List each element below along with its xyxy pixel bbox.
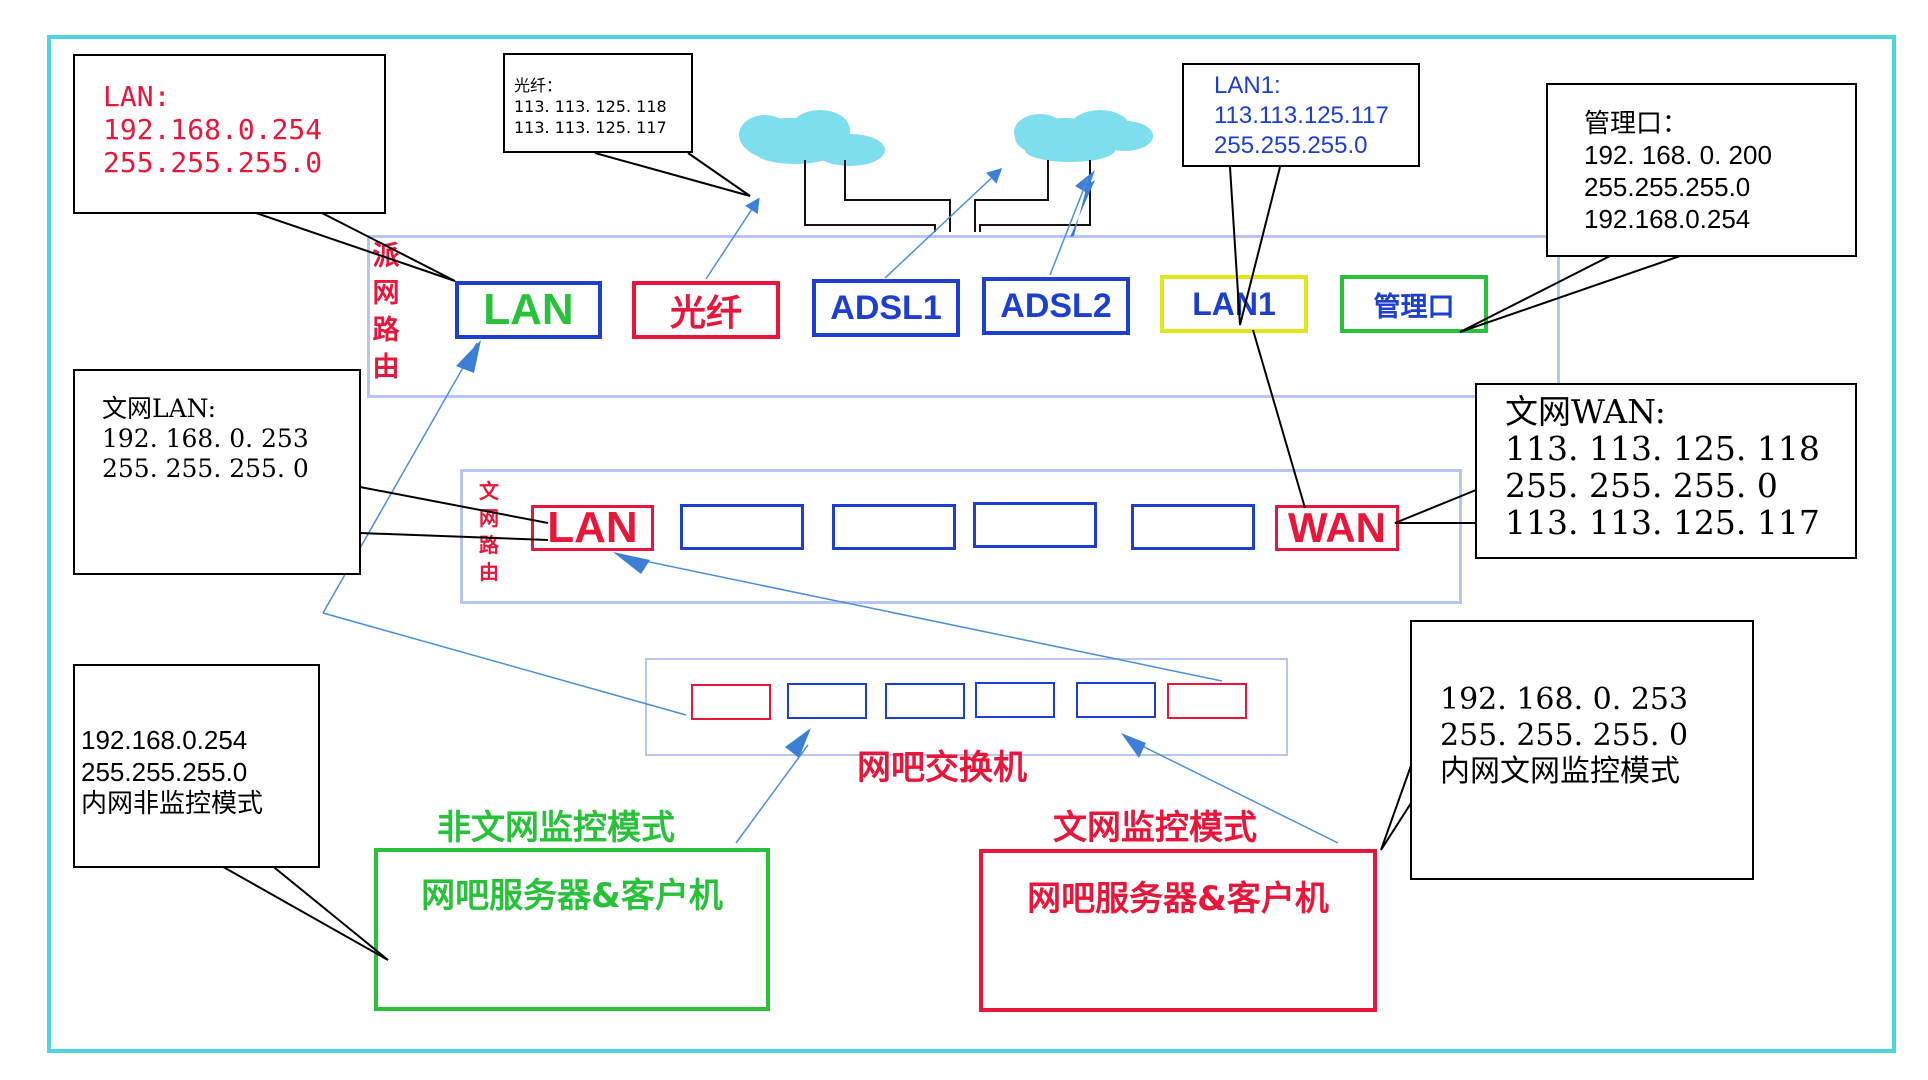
callout-line: 255. 255. 255. 0	[102, 454, 309, 483]
internet-cloud-icon	[739, 110, 885, 166]
arrowhead-icon	[1070, 180, 1095, 237]
callout-pointer	[1380, 759, 1414, 851]
internet-cloud-icon	[1014, 110, 1153, 162]
callout-line: 113. 113. 125. 118	[514, 97, 667, 116]
arrowhead-icon	[456, 340, 481, 373]
callout-line: 255.255.255.0	[1214, 132, 1368, 159]
switch-port-3	[885, 683, 965, 719]
wenwang-port-5	[1131, 504, 1255, 550]
switch-port-2	[787, 683, 867, 719]
monitor-client-label: 网吧服务器&客户机	[1027, 879, 1329, 919]
main-router-adsl1-port: ADSL1	[812, 279, 960, 337]
main-router-lan1-port: LAN1	[1160, 275, 1308, 333]
callout-line: 管理口：	[1584, 108, 1689, 138]
callout-line: 192. 168. 0. 253	[102, 424, 309, 453]
main-lan-callout: LAN: 192.168.0.254 255.255.255.0	[73, 54, 386, 214]
callout-pointer	[594, 152, 751, 197]
lan1-to-wan-line	[1252, 329, 1306, 509]
main-router-label: 派 网 路 由	[366, 238, 406, 386]
callout-line: 192.168.0.254	[103, 113, 323, 146]
fiber-link	[705, 197, 760, 280]
lan1-callout: LAN1: 113.113.125.117 255.255.255.0	[1182, 63, 1420, 167]
main-router-label-char: 网	[372, 278, 400, 309]
switch-port-4	[975, 682, 1055, 718]
callout-pointer	[1459, 255, 1681, 333]
switch-to-wenwang-lan-link	[629, 557, 1223, 682]
mgmt-callout: 管理口： 192. 168. 0. 200 255.255.255.0 192.…	[1546, 83, 1857, 257]
monitor-client-box: 网吧服务器&客户机	[979, 849, 1377, 1012]
non-monitor-mode-callout: 192.168.0.254 255.255.255.0 内网非监控模式	[73, 664, 320, 868]
main-router-adsl2-port: ADSL2	[982, 277, 1130, 335]
main-router-label-char: 由	[372, 352, 400, 383]
non-monitor-client-box: 网吧服务器&客户机	[374, 848, 770, 1011]
main-router-mgmt-port: 管理口	[1340, 275, 1488, 333]
callout-line: 192.168.0.254	[81, 725, 248, 755]
wenwang-port-2	[680, 504, 804, 550]
callout-line: 内网非监控模式	[81, 789, 264, 819]
main-router-label-char: 路	[372, 315, 400, 346]
callout-line: LAN1:	[1214, 72, 1281, 99]
callout-pointer	[252, 211, 456, 282]
callout-pointer	[1229, 166, 1281, 326]
non-monitor-link	[735, 744, 809, 844]
wenwang-lan-port: LAN	[531, 503, 654, 552]
arrowhead-icon	[613, 552, 650, 574]
arrowhead-icon	[785, 728, 811, 758]
monitor-link	[1125, 737, 1339, 844]
callout-line: 255.255.255.0	[1584, 172, 1751, 202]
wenwang-lan-callout: 文网LAN: 192. 168. 0. 253 255. 255. 255. 0	[73, 369, 361, 575]
wenwang-wan-callout: 文网WAN: 113. 113. 125. 118 255. 255. 255.…	[1475, 383, 1857, 559]
monitor-mode-callout: 192. 168. 0. 253 255. 255. 255. 0 内网文网监控…	[1410, 620, 1754, 880]
wenwang-port-4	[973, 502, 1097, 548]
arrowhead-icon	[1075, 170, 1095, 193]
wenwang-router-label-char: 文	[479, 479, 499, 503]
wenwang-port-3	[832, 504, 956, 550]
switch-to-main-lan-link	[322, 612, 687, 716]
callout-line: 192. 168. 0. 253	[1440, 682, 1689, 717]
callout-line: 255. 255. 255. 0	[1440, 718, 1689, 753]
switch-port-1	[691, 684, 771, 720]
non-monitor-mode-title: 非文网监控模式	[437, 808, 675, 848]
callout-line: 255. 255. 255. 0	[1505, 466, 1778, 505]
switch-label: 网吧交换机	[857, 748, 1027, 788]
main-router-lan-port: LAN	[455, 281, 602, 339]
callout-line: 192.168.0.254	[1584, 204, 1751, 234]
callout-pointer	[359, 532, 549, 541]
callout-pointer	[1394, 489, 1477, 524]
wenwang-router-label-char: 路	[479, 533, 499, 557]
callout-line: 文网WAN:	[1505, 392, 1666, 431]
callout-line: 255.255.255.0	[103, 146, 323, 179]
wenwang-router-label-char: 由	[479, 560, 499, 584]
main-router-fiber-port: 光纤	[632, 281, 780, 339]
callout-pointer	[217, 863, 389, 961]
callout-line: 内网文网监控模式	[1440, 754, 1680, 789]
callout-line: 113. 113. 125. 118	[1505, 429, 1820, 468]
callout-line: 文网LAN:	[102, 394, 217, 423]
callout-line: 113. 113. 125. 117	[1505, 503, 1820, 542]
callout-line: 光纤：	[514, 76, 563, 95]
arrowhead-icon	[1121, 733, 1146, 758]
monitor-mode-title: 文网监控模式	[1053, 808, 1257, 848]
wenwang-wan-port: WAN	[1275, 504, 1399, 551]
switch-port-5	[1076, 682, 1156, 718]
callout-line: 113.113.125.117	[1214, 102, 1389, 129]
callout-line: 113. 113. 125. 117	[514, 118, 667, 137]
main-router	[367, 235, 1560, 398]
switch-port-6	[1167, 683, 1247, 719]
callout-line: 192. 168. 0. 200	[1584, 140, 1772, 170]
callout-line: 255.255.255.0	[81, 757, 248, 787]
network-switch	[645, 658, 1288, 756]
diagram-frame	[47, 35, 1896, 1053]
cloud-wires	[804, 160, 1091, 232]
non-monitor-client-label: 网吧服务器&客户机	[421, 876, 723, 916]
adsl1-link	[884, 167, 1003, 279]
fiber-callout: 光纤： 113. 113. 125. 118 113. 113. 125. 11…	[503, 53, 693, 153]
callout-pointer	[359, 486, 549, 524]
callout-line: LAN:	[103, 80, 171, 113]
